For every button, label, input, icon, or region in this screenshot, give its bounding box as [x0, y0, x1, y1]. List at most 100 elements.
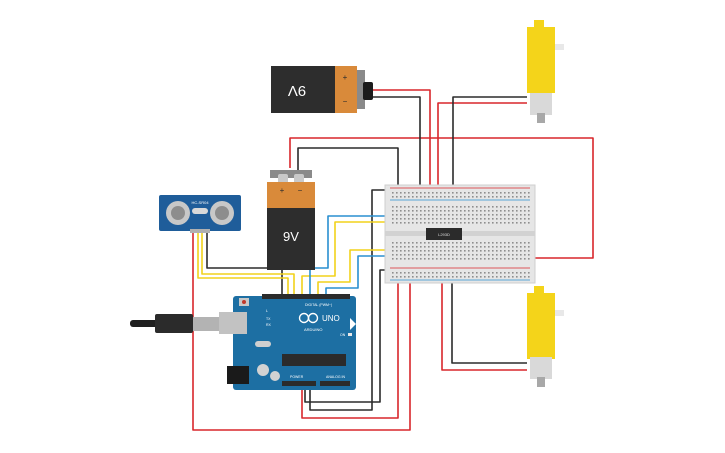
breadboard-hole[interactable] [500, 196, 502, 198]
breadboard-hole[interactable] [464, 214, 466, 216]
breadboard-hole[interactable] [480, 192, 482, 194]
wire-black-motor-top[interactable] [452, 96, 527, 216]
breadboard-hole[interactable] [480, 250, 482, 252]
breadboard-hole[interactable] [436, 218, 438, 220]
breadboard-hole[interactable] [452, 210, 454, 212]
breadboard-hole[interactable] [512, 258, 514, 260]
breadboard-hole[interactable] [404, 258, 406, 260]
breadboard-hole[interactable] [484, 196, 486, 198]
breadboard-hole[interactable] [404, 214, 406, 216]
breadboard-hole[interactable] [468, 196, 470, 198]
breadboard-hole[interactable] [516, 258, 518, 260]
breadboard-hole[interactable] [480, 242, 482, 244]
breadboard-hole[interactable] [400, 258, 402, 260]
breadboard-hole[interactable] [448, 192, 450, 194]
breadboard-hole[interactable] [428, 206, 430, 208]
breadboard-hole[interactable] [448, 254, 450, 256]
breadboard-hole[interactable] [436, 250, 438, 252]
breadboard-hole[interactable] [396, 246, 398, 248]
breadboard-hole[interactable] [528, 254, 530, 256]
breadboard-hole[interactable] [468, 276, 470, 278]
breadboard-hole[interactable] [420, 246, 422, 248]
breadboard-hole[interactable] [464, 222, 466, 224]
breadboard-hole[interactable] [476, 258, 478, 260]
breadboard-hole[interactable] [528, 258, 530, 260]
breadboard-hole[interactable] [436, 206, 438, 208]
breadboard-hole[interactable] [468, 210, 470, 212]
breadboard-hole[interactable] [504, 206, 506, 208]
breadboard-hole[interactable] [488, 206, 490, 208]
wire-yellow-bb-1[interactable] [301, 221, 430, 296]
breadboard-hole[interactable] [484, 192, 486, 194]
breadboard-hole[interactable] [516, 222, 518, 224]
breadboard-hole[interactable] [504, 254, 506, 256]
breadboard-hole[interactable] [436, 196, 438, 198]
breadboard-hole[interactable] [496, 276, 498, 278]
breadboard-hole[interactable] [500, 250, 502, 252]
breadboard-hole[interactable] [528, 222, 530, 224]
wire-black-motor-bottom[interactable] [451, 246, 527, 364]
breadboard-hole[interactable] [500, 258, 502, 260]
breadboard-hole[interactable] [400, 254, 402, 256]
breadboard-hole[interactable] [468, 254, 470, 256]
breadboard-hole[interactable] [520, 258, 522, 260]
breadboard-hole[interactable] [512, 206, 514, 208]
breadboard-hole[interactable] [528, 242, 530, 244]
breadboard-hole[interactable] [408, 210, 410, 212]
breadboard-hole[interactable] [460, 192, 462, 194]
breadboard-hole[interactable] [516, 254, 518, 256]
breadboard-hole[interactable] [488, 214, 490, 216]
breadboard-hole[interactable] [408, 192, 410, 194]
breadboard-hole[interactable] [396, 258, 398, 260]
breadboard-hole[interactable] [440, 272, 442, 274]
breadboard-hole[interactable] [396, 222, 398, 224]
breadboard-hole[interactable] [424, 258, 426, 260]
breadboard-hole[interactable] [476, 272, 478, 274]
breadboard-hole[interactable] [464, 258, 466, 260]
breadboard-hole[interactable] [420, 218, 422, 220]
breadboard-hole[interactable] [424, 196, 426, 198]
breadboard-hole[interactable] [416, 192, 418, 194]
breadboard-hole[interactable] [440, 222, 442, 224]
breadboard-hole[interactable] [448, 206, 450, 208]
breadboard-hole[interactable] [476, 218, 478, 220]
breadboard-hole[interactable] [392, 222, 394, 224]
wire-yellow-sensor-1[interactable] [197, 232, 289, 296]
breadboard-hole[interactable] [468, 222, 470, 224]
breadboard-hole[interactable] [448, 210, 450, 212]
breadboard-hole[interactable] [524, 250, 526, 252]
breadboard-hole[interactable] [516, 214, 518, 216]
breadboard-hole[interactable] [460, 258, 462, 260]
breadboard-hole[interactable] [488, 276, 490, 278]
breadboard-hole[interactable] [400, 196, 402, 198]
breadboard-hole[interactable] [520, 222, 522, 224]
breadboard-hole[interactable] [528, 214, 530, 216]
breadboard-hole[interactable] [520, 192, 522, 194]
breadboard-hole[interactable] [444, 210, 446, 212]
breadboard-hole[interactable] [520, 214, 522, 216]
breadboard-hole[interactable] [444, 214, 446, 216]
breadboard-hole[interactable] [504, 210, 506, 212]
breadboard-hole[interactable] [488, 196, 490, 198]
breadboard-hole[interactable] [488, 258, 490, 260]
breadboard-hole[interactable] [400, 192, 402, 194]
breadboard-hole[interactable] [424, 272, 426, 274]
breadboard-hole[interactable] [428, 214, 430, 216]
breadboard-hole[interactable] [476, 196, 478, 198]
breadboard-hole[interactable] [424, 250, 426, 252]
breadboard-hole[interactable] [488, 192, 490, 194]
breadboard-hole[interactable] [472, 206, 474, 208]
breadboard-hole[interactable] [412, 222, 414, 224]
breadboard-hole[interactable] [520, 276, 522, 278]
breadboard-hole[interactable] [508, 210, 510, 212]
breadboard-hole[interactable] [428, 192, 430, 194]
breadboard-hole[interactable] [496, 214, 498, 216]
breadboard-hole[interactable] [460, 246, 462, 248]
breadboard-hole[interactable] [472, 250, 474, 252]
breadboard-hole[interactable] [444, 196, 446, 198]
breadboard-hole[interactable] [468, 242, 470, 244]
breadboard-hole[interactable] [460, 214, 462, 216]
breadboard-hole[interactable] [520, 254, 522, 256]
breadboard-hole[interactable] [420, 206, 422, 208]
wire-red-5v[interactable] [301, 270, 399, 419]
